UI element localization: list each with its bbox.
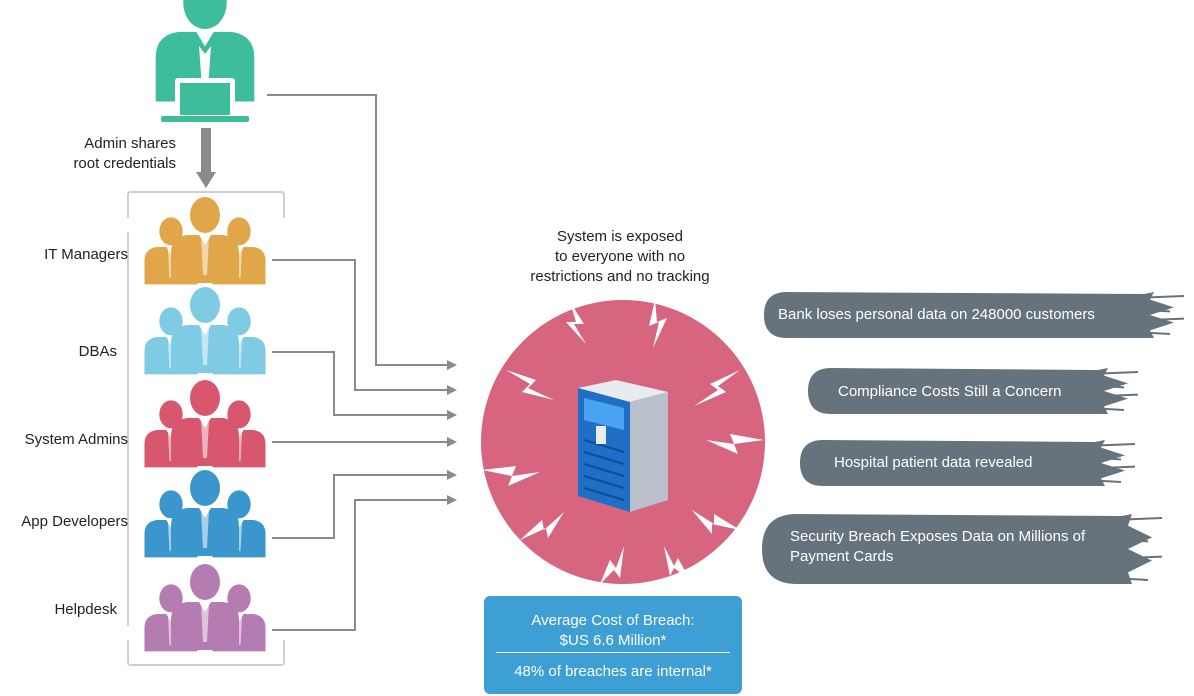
admin-caption-line-1: Admin shares <box>84 135 176 152</box>
headline-brush-wisp <box>1111 577 1149 581</box>
connector-lines <box>267 94 457 631</box>
headline-bank: Bank loses personal data on 248000 custo… <box>778 306 1095 323</box>
headline-hospital: Hospital patient data revealed <box>834 454 1033 471</box>
exposure-caption-line-2: to everyone with no <box>554 248 686 265</box>
user-groups <box>144 197 266 652</box>
server-icon <box>578 380 668 512</box>
headline-brush-wisp <box>1084 456 1122 461</box>
connector-dbas <box>272 351 457 420</box>
group-label-it-managers: IT Managers <box>44 246 128 263</box>
group-icon-dbas <box>144 287 266 375</box>
group-label-app-developers: App Developers <box>21 513 128 530</box>
cost-box-line-1: Average Cost of Breach: <box>531 612 695 629</box>
exposure-caption-line-1: System is exposed <box>557 228 683 245</box>
cost-box-divider <box>496 652 730 653</box>
headline-brush-wisp <box>1087 407 1125 411</box>
headline-brush-wisp <box>1133 331 1171 335</box>
headline-brush-wisp <box>1084 479 1122 483</box>
headline-brush-wisp <box>1133 295 1185 299</box>
cost-box-internal-stat: 48% of breaches are internal* <box>514 663 712 680</box>
headline-brush-wisp <box>1087 384 1125 389</box>
headline-brush-wisp <box>1087 393 1139 398</box>
headline-brush-wisp <box>1084 443 1136 447</box>
group-label-dbas: DBAs <box>78 343 117 360</box>
breach-cost-box: Average Cost of Breach: $US 6.6 Million*… <box>484 596 742 694</box>
admin-user-icon <box>155 0 255 122</box>
connector-helpdesk <box>272 495 457 631</box>
connector-it-managers <box>272 259 457 395</box>
headline-brush-wisp <box>1084 465 1136 470</box>
headline-brush-wisp <box>1111 555 1163 560</box>
headline-brush-wisp <box>1133 308 1171 313</box>
group-icon-it-managers <box>144 197 266 285</box>
exposure-caption: System is exposed to everyone with no re… <box>510 227 730 287</box>
group-icon-app-developers <box>144 470 266 558</box>
admin-caption-line-2: root credentials <box>73 155 176 172</box>
connector-app-developers <box>272 470 457 539</box>
group-icon-helpdesk <box>144 564 266 652</box>
cost-box-heading: Average Cost of Breach: $US 6.6 Million* <box>484 611 742 651</box>
headline-brush-wisp <box>1133 317 1185 322</box>
exposure-caption-line-3: restrictions and no tracking <box>530 268 710 285</box>
headline-brush-wisp <box>1087 371 1139 375</box>
breach-headlines <box>762 292 1185 584</box>
group-bracket <box>127 191 285 666</box>
headline-compliance: Compliance Costs Still a Concern <box>838 383 1062 400</box>
group-icon-system-admins <box>144 380 266 468</box>
cost-box-line-2: $US 6.6 Million* <box>559 632 667 649</box>
headline-brush-wisp <box>1111 517 1163 521</box>
share-arrow <box>196 128 216 188</box>
group-label-system-admins: System Admins <box>24 431 128 448</box>
headline-brush-3 <box>762 514 1152 584</box>
group-label-helpdesk: Helpdesk <box>54 601 117 618</box>
headline-brush-wisp <box>1111 538 1149 543</box>
headline-security-breach-line-2: Payment Cards <box>790 548 894 565</box>
headline-security-breach: Security Breach Exposes Data on Millions… <box>790 527 1085 567</box>
connector-admin <box>267 94 457 370</box>
headline-brush-0 <box>764 292 1174 338</box>
headline-brush-1 <box>808 368 1128 414</box>
headline-brush-2 <box>800 440 1125 486</box>
admin-caption: Admin shares root credentials <box>40 134 176 174</box>
headline-security-breach-line-1: Security Breach Exposes Data on Millions… <box>790 528 1086 545</box>
